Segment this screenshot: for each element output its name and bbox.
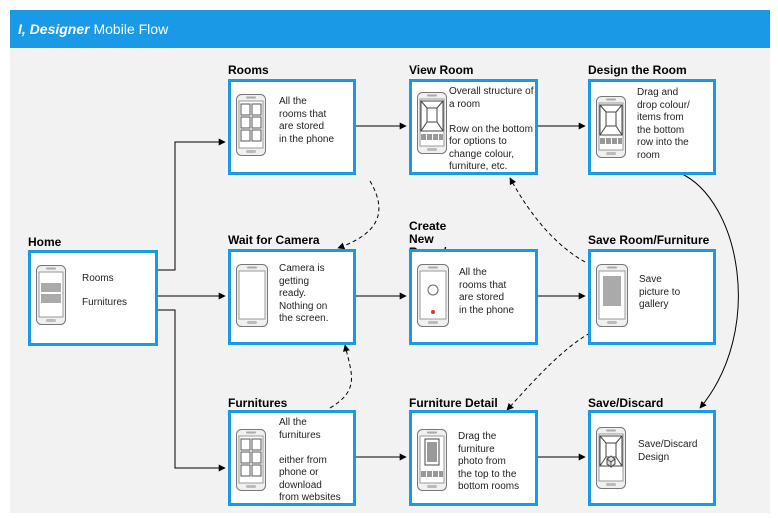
phone-grid-icon xyxy=(236,94,266,156)
node-description: All the rooms that are stored in the pho… xyxy=(459,267,515,316)
node-description: All the furnitures either from phone or … xyxy=(279,417,341,503)
node-title: Save Room/Furniture xyxy=(588,233,710,247)
node-card: Rooms Furnitures xyxy=(28,250,158,346)
node-description: Camera is getting ready. Nothing on the … xyxy=(279,263,329,324)
node-card: Camera is getting ready. Nothing on the … xyxy=(228,249,356,345)
node-title: Wait for Camera xyxy=(228,233,320,247)
home-item-furnitures[interactable]: Furnitures xyxy=(82,297,128,308)
node-description: Drag the furniture photo from the top to… xyxy=(458,431,520,492)
phone-grid-icon xyxy=(236,429,266,491)
node-title: Home xyxy=(28,235,62,249)
node-description: All the rooms that are stored in the pho… xyxy=(279,96,335,145)
node-card: Drag and drop colour/ items from the bot… xyxy=(588,79,716,175)
node-title: Save/Discard xyxy=(588,396,664,410)
node-description: Save picture to gallery xyxy=(639,274,681,310)
node-title: View Room xyxy=(409,63,474,77)
node-card: All the furnitures either from phone or … xyxy=(228,410,356,506)
phone-room-view-icon xyxy=(417,92,447,154)
phone-blank-icon xyxy=(236,264,268,327)
node-description: Save/Discard Design xyxy=(638,439,698,463)
node-title: Design the Room xyxy=(588,63,687,77)
node-card: Save/Discard Design xyxy=(588,410,716,506)
node-description: Drag and drop colour/ items from the bot… xyxy=(637,87,690,161)
node-card: All the rooms that are stored in the pho… xyxy=(228,79,356,175)
node-title: Furnitures xyxy=(228,396,288,410)
phone-furniture-icon xyxy=(417,429,447,491)
node-card: All the rooms that are stored in the pho… xyxy=(409,249,538,345)
phone-room-furnished-icon xyxy=(596,427,626,489)
node-title: Furniture Detail xyxy=(409,396,498,410)
phone-photo-icon xyxy=(596,264,628,327)
node-card: Overall structure of a room Row on the b… xyxy=(409,79,538,175)
phone-list-icon xyxy=(36,265,66,325)
header-bar: I, Designer Mobile Flow xyxy=(10,10,770,48)
phone-camera-icon xyxy=(417,264,449,327)
phone-room-design-icon xyxy=(596,96,626,158)
node-description: Overall structure of a room Row on the b… xyxy=(449,86,534,172)
home-item-rooms[interactable]: Rooms xyxy=(82,273,114,284)
node-card: Drag the furniture photo from the top to… xyxy=(409,410,538,506)
node-card: Save picture to gallery xyxy=(588,249,716,345)
node-title: Rooms xyxy=(228,63,269,77)
page-title: I, Designer Mobile Flow xyxy=(18,21,169,37)
